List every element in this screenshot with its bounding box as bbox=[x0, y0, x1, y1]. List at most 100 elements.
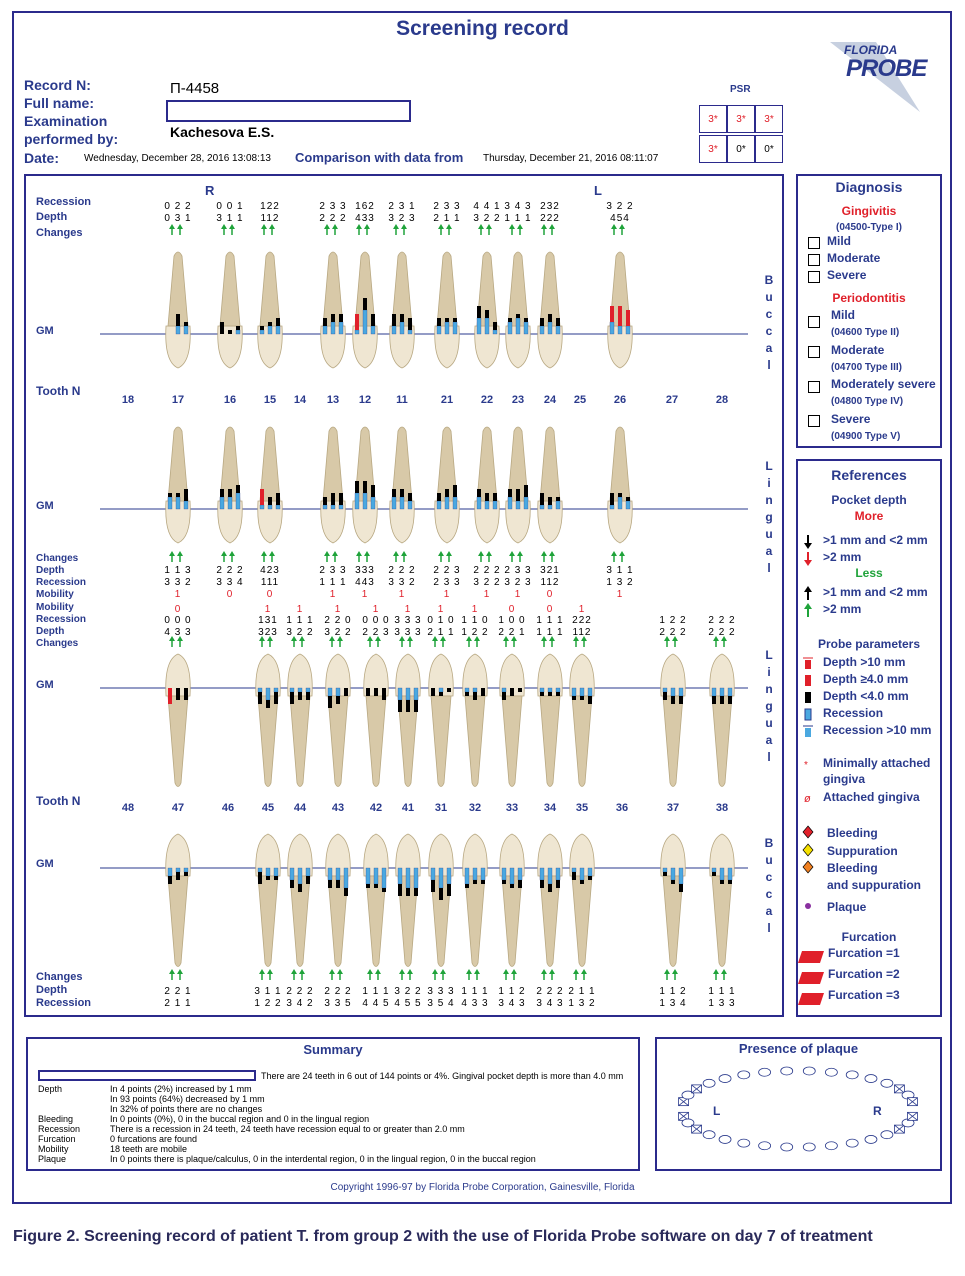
tooth-crown bbox=[255, 653, 281, 697]
depth-bar bbox=[572, 872, 576, 880]
depth-bar bbox=[679, 884, 683, 892]
depth-bar bbox=[184, 322, 188, 326]
arrow-up-icon bbox=[364, 224, 370, 229]
pp1-label: Depth >10 mm bbox=[823, 655, 906, 669]
record-frame bbox=[12, 11, 952, 1204]
recession-bar bbox=[719, 867, 725, 881]
page-title: Screening record bbox=[396, 17, 569, 40]
summary-key: Mobility bbox=[38, 1144, 69, 1154]
lower-lingual-recession-value: 2 2 2 bbox=[708, 615, 736, 626]
plaque-panel bbox=[655, 1037, 942, 1171]
buccal-depth-value: 433 bbox=[355, 213, 375, 224]
depth-bar bbox=[548, 497, 552, 505]
logo-text-2: PROBE bbox=[846, 55, 927, 82]
recession-bar bbox=[370, 496, 376, 510]
depth-bar bbox=[540, 493, 544, 505]
arrow-up-icon bbox=[478, 551, 484, 556]
plaque-map bbox=[678, 1066, 918, 1152]
arrow-up-icon bbox=[324, 551, 330, 556]
recession-bar bbox=[305, 687, 311, 693]
recession-bar bbox=[507, 321, 513, 335]
gingivitis-moderate-checkbox[interactable] bbox=[808, 254, 820, 266]
recession-bar bbox=[670, 867, 676, 881]
recession-bar bbox=[407, 500, 413, 510]
perio-modsev-code: (04800 Type IV) bbox=[831, 396, 904, 407]
buccal-recession-value: 2 3 3 bbox=[433, 201, 461, 212]
arrow-up-icon bbox=[438, 551, 444, 556]
lower-lingual-depth-value: 2 1 1 bbox=[427, 627, 455, 638]
recession-bar bbox=[452, 321, 458, 335]
plaque-tooth-icon bbox=[702, 1130, 716, 1140]
tooth-number: 24 bbox=[543, 394, 557, 406]
perio-mild-code: (04600 Type II) bbox=[831, 327, 900, 338]
pocket-depth-heading: Pocket depth bbox=[831, 493, 907, 507]
label-gm-lingual: GM bbox=[36, 500, 54, 512]
diagnosis-panel bbox=[796, 174, 942, 448]
mobility-value: 1 bbox=[174, 589, 182, 600]
plaque-tooth-icon bbox=[824, 1141, 838, 1151]
recession-bar bbox=[547, 504, 553, 510]
lower-buccal-recession-value: 4 3 3 bbox=[461, 998, 489, 1009]
lower-buccal-depth-value: 1 1 1 bbox=[362, 986, 390, 997]
tooth-crown bbox=[474, 325, 500, 369]
tooth-crown bbox=[255, 833, 281, 877]
recession-bar bbox=[219, 496, 225, 510]
buccal-depth-value: 454 bbox=[610, 213, 630, 224]
arrow-up-icon bbox=[573, 969, 579, 974]
depth-bar bbox=[366, 688, 370, 696]
recession-bar bbox=[370, 325, 376, 335]
less-heading: Less bbox=[855, 566, 883, 580]
recession-bar bbox=[405, 687, 411, 701]
perio-modsev-label: Moderately severe bbox=[831, 377, 936, 391]
perio-moderate-checkbox[interactable] bbox=[808, 346, 820, 358]
perio-mild-checkbox[interactable] bbox=[808, 316, 820, 328]
fullname-field[interactable] bbox=[166, 100, 411, 122]
perio-severe-checkbox[interactable] bbox=[808, 415, 820, 427]
side-left: L bbox=[594, 183, 602, 198]
arrow-up-icon bbox=[291, 636, 297, 641]
recession-bar bbox=[257, 867, 263, 873]
attached-label: Attached gingiva bbox=[823, 790, 920, 804]
gingivitis-mild-checkbox[interactable] bbox=[808, 237, 820, 249]
gingivitis-severe-checkbox[interactable] bbox=[808, 271, 820, 283]
less-2-label: >2 mm bbox=[823, 602, 862, 616]
summary-headline: There are 24 teeth in 6 out of 144 point… bbox=[261, 1071, 624, 1081]
depth-bar bbox=[392, 489, 396, 497]
recession-bar bbox=[501, 867, 507, 881]
lower-buccal-recession-value: 3 5 4 bbox=[427, 998, 455, 1009]
tooth-crown bbox=[287, 833, 313, 877]
recession-bar bbox=[444, 496, 450, 510]
arrow-up-icon bbox=[466, 969, 472, 974]
comparison-value: Thursday, December 21, 2016 08:11:07 bbox=[483, 153, 659, 164]
depth-bar bbox=[228, 489, 232, 497]
depth-bar bbox=[473, 880, 477, 884]
arrow-up-icon bbox=[364, 551, 370, 556]
recession-gt10-icon bbox=[803, 725, 813, 737]
tooth-crown bbox=[395, 833, 421, 877]
depth-bar bbox=[445, 318, 449, 322]
recession-bar bbox=[539, 867, 545, 881]
tooth-crown bbox=[607, 325, 633, 369]
recession-bar bbox=[362, 309, 368, 335]
arrow-up-icon bbox=[581, 636, 587, 641]
mobility-value-lower: 0 bbox=[508, 604, 516, 615]
recession-bar bbox=[405, 867, 411, 889]
recession-bar bbox=[480, 867, 486, 881]
plaque-tooth-icon bbox=[737, 1138, 751, 1148]
depth-bar bbox=[392, 314, 396, 326]
depth-bar bbox=[712, 696, 716, 704]
arrow-down-red-icon bbox=[804, 552, 812, 566]
lower-buccal-depth-value: 1 1 2 bbox=[498, 986, 526, 997]
recession-bar bbox=[678, 867, 684, 885]
plaque-tooth-icon bbox=[864, 1135, 878, 1144]
label-changes-bottom: Changes bbox=[36, 971, 83, 983]
perio-modsev-checkbox[interactable] bbox=[808, 381, 820, 393]
gingivitis-severe-label: Severe bbox=[827, 268, 867, 282]
arrow-up-icon bbox=[399, 636, 405, 641]
tooth-root bbox=[476, 426, 498, 502]
recession-bar bbox=[476, 496, 482, 510]
summary-value: In 0 points there is plaque/calculus, 0 … bbox=[110, 1154, 536, 1164]
arrow-up-icon bbox=[401, 551, 407, 556]
tooth-number: 28 bbox=[715, 394, 729, 406]
tooth-crown bbox=[462, 833, 488, 877]
